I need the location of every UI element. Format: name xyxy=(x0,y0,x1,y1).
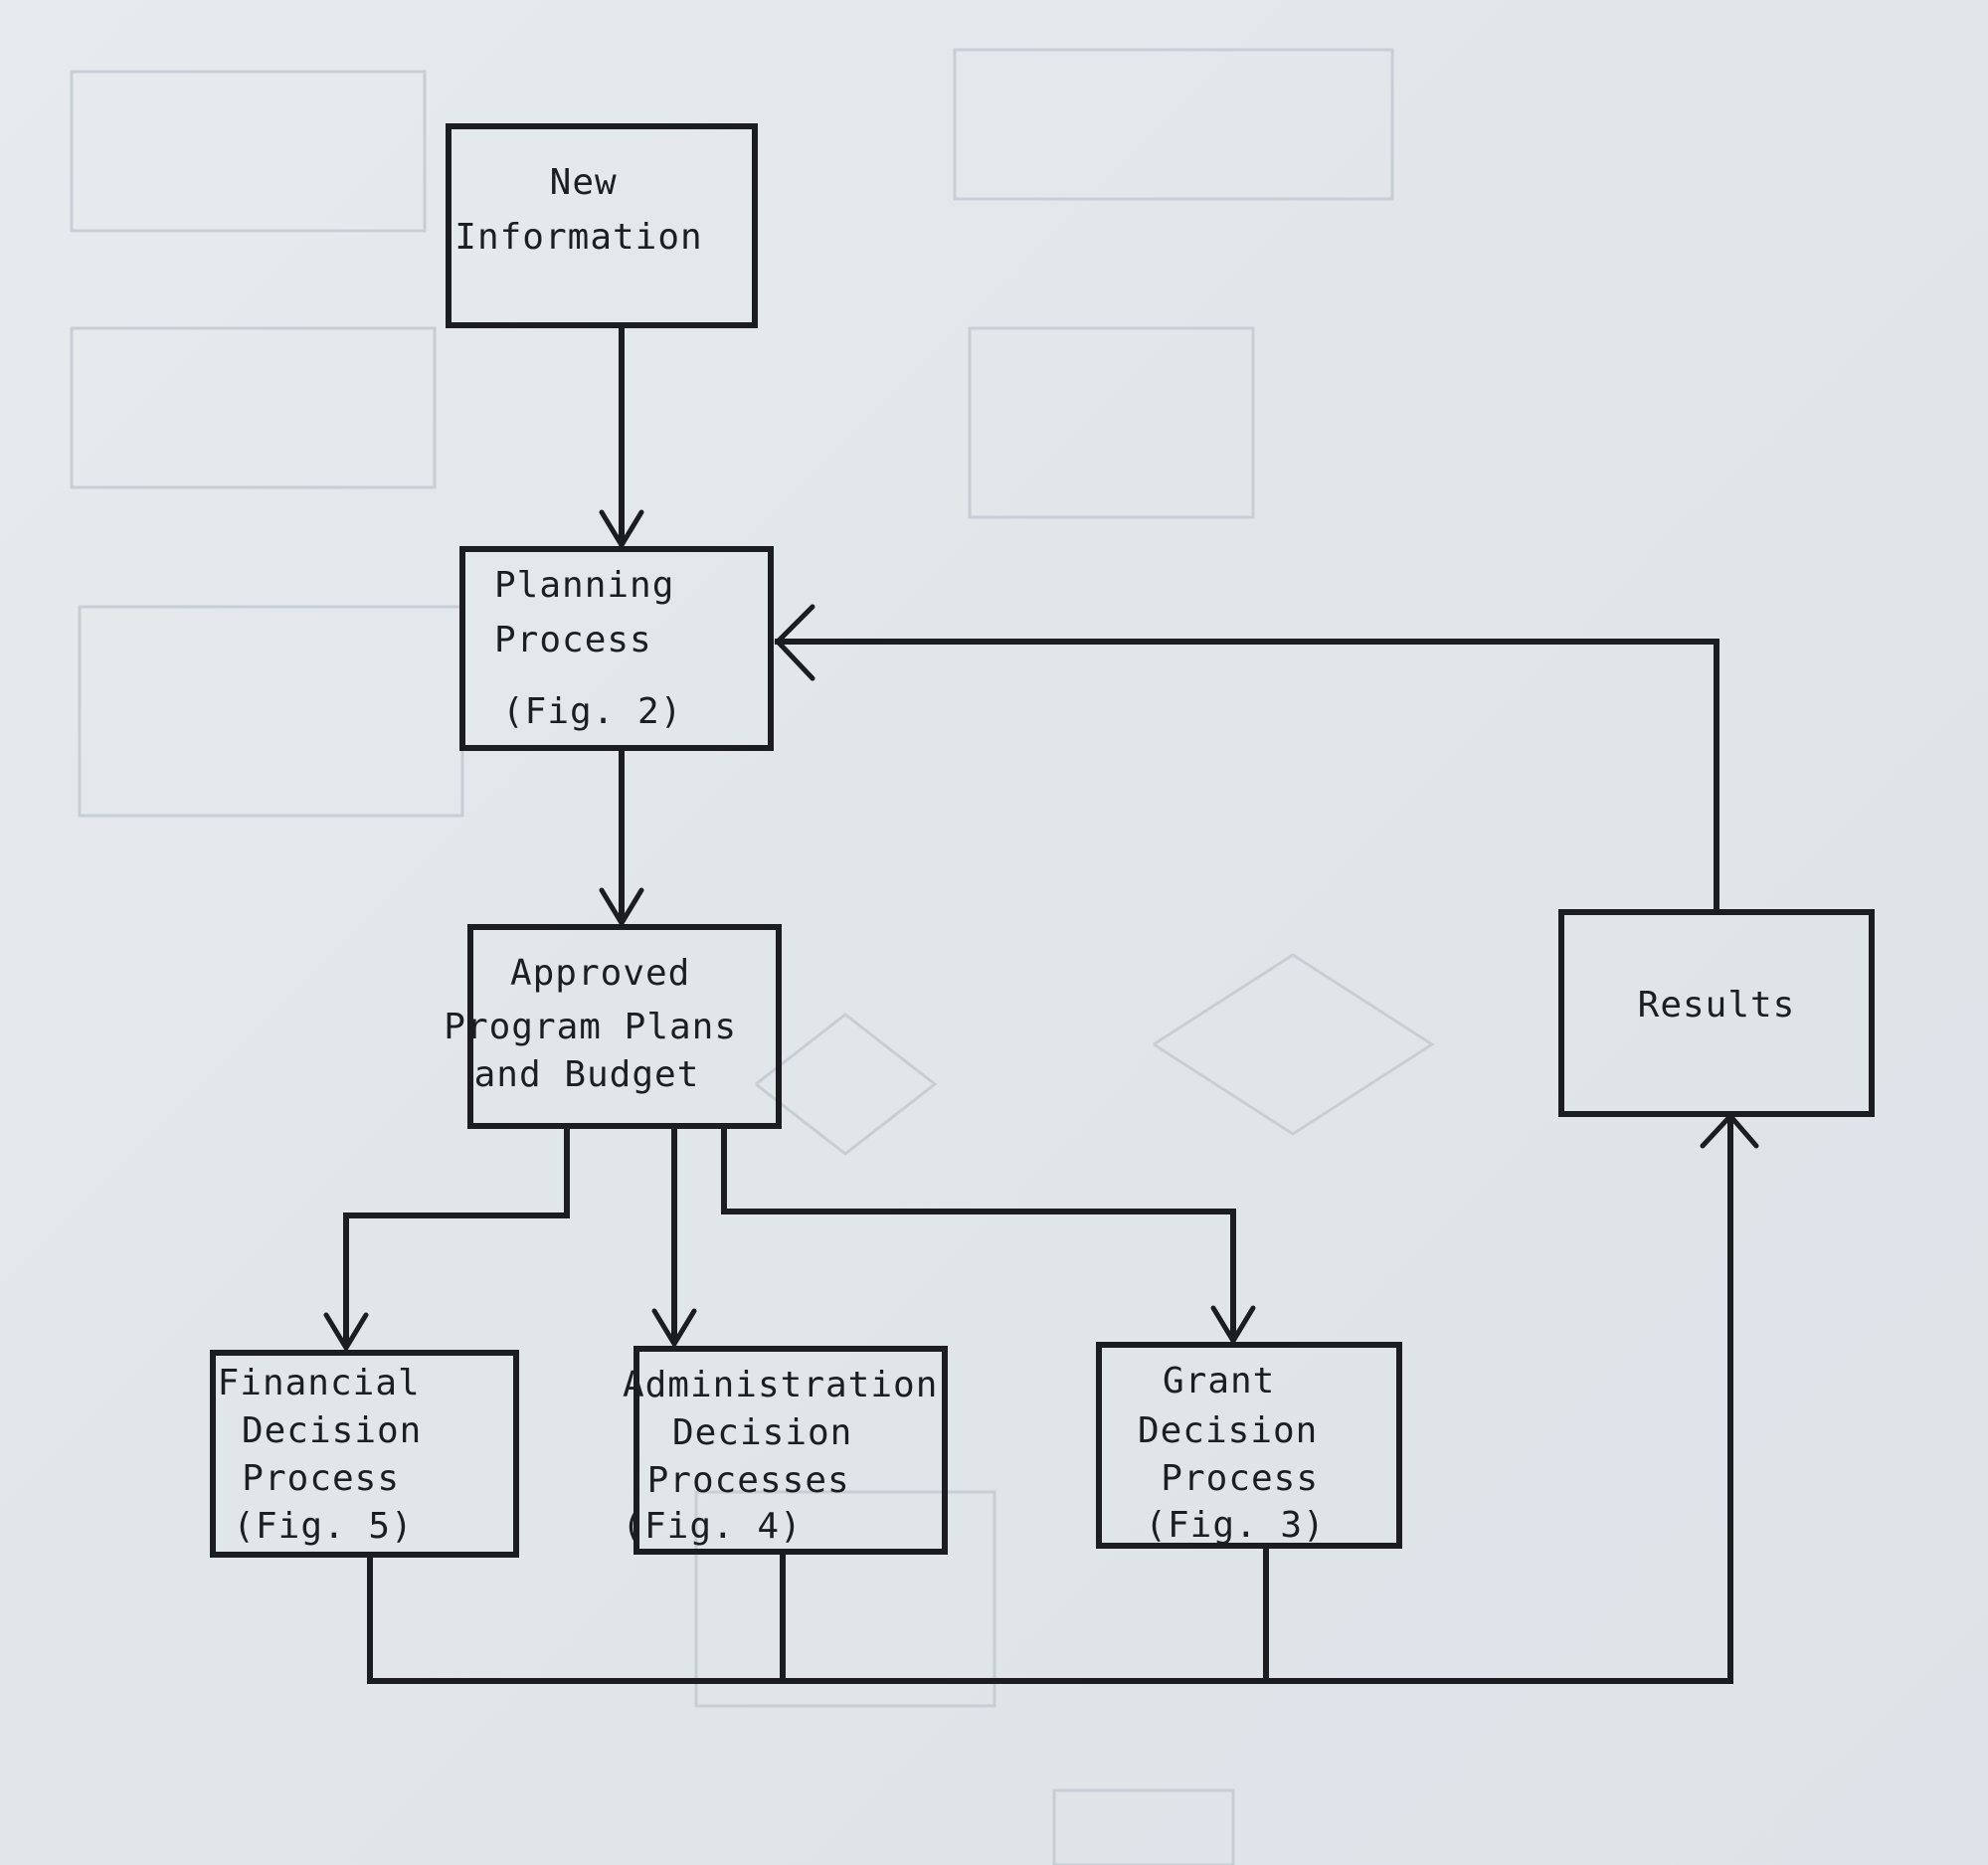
node-planning-process-line-2: Process xyxy=(494,620,652,660)
node-planning-process-box xyxy=(459,546,774,751)
node-approved-program-plans-box xyxy=(467,924,782,1129)
edge-new-information-to-planning-process xyxy=(599,325,644,550)
node-grant-decision-process-line-3: Process xyxy=(1161,1458,1319,1499)
edge-approved-plans-to-grant-decision xyxy=(721,1126,1256,1346)
node-grant-decision-process-box xyxy=(1096,1342,1402,1549)
node-planning-process-label: Planning Process (Fig. 2) xyxy=(494,565,697,732)
node-financial-decision-process-line-3: Process xyxy=(242,1458,400,1499)
node-approved-program-plans-label: Approved Program Plans and Budget xyxy=(444,953,759,1095)
bleed-through-shapes xyxy=(70,48,1435,1865)
arrowhead xyxy=(651,1308,697,1349)
node-approved-program-plans: Approved Program Plans and Budget xyxy=(444,924,782,1129)
node-financial-decision-process-label: Financial Decision Process (Fig. 5) xyxy=(218,1363,445,1547)
node-new-information: New Information xyxy=(446,123,758,328)
edge-results-to-planning-process xyxy=(774,604,1719,912)
edge-decision-processes-to-results xyxy=(367,1112,1759,1684)
node-administration-decision-processes-line-2: Decision xyxy=(672,1412,852,1453)
node-administration-decision-processes-box xyxy=(633,1346,948,1555)
node-planning-process-line-1: Planning xyxy=(494,565,674,606)
arrowhead xyxy=(774,604,815,681)
node-planning-process: Planning Process (Fig. 2) xyxy=(459,546,774,751)
node-results-label: Results xyxy=(1638,985,1796,1026)
node-new-information-line-1: New xyxy=(550,162,618,203)
node-approved-program-plans-line-3: and Budget xyxy=(474,1054,700,1095)
node-administration-decision-processes-line-1: Administration xyxy=(623,1365,938,1405)
node-grant-decision-process-line-1: Grant xyxy=(1163,1361,1275,1401)
node-administration-decision-processes-line-3: Processes xyxy=(647,1460,850,1501)
arrowhead xyxy=(1210,1305,1256,1346)
node-grant-decision-process-line-2: Decision xyxy=(1138,1410,1318,1451)
node-results-line-1: Results xyxy=(1638,985,1796,1026)
edge-approved-plans-to-financial-decision xyxy=(323,1126,570,1353)
node-administration-decision-processes-line-4: (Fig. 4) xyxy=(622,1506,802,1547)
node-financial-decision-process-line-4: (Fig. 5) xyxy=(233,1506,413,1547)
node-financial-decision-process: Financial Decision Process (Fig. 5) xyxy=(210,1350,519,1558)
edge-planning-process-to-approved-plans xyxy=(599,748,644,928)
arrowhead xyxy=(599,509,644,550)
node-grant-decision-process-line-4: (Fig. 3) xyxy=(1145,1505,1325,1546)
node-approved-program-plans-line-2: Program Plans xyxy=(444,1007,737,1047)
node-new-information-line-2: Information xyxy=(454,217,702,258)
node-administration-decision-processes-label: Administration Decision Processes (Fig. … xyxy=(622,1365,961,1547)
node-new-information-box xyxy=(446,123,758,328)
node-results: Results xyxy=(1558,909,1875,1117)
node-new-information-label: New Information xyxy=(454,162,702,258)
arrowhead xyxy=(599,887,644,928)
node-approved-program-plans-line-1: Approved xyxy=(510,953,690,994)
node-grant-decision-process: Grant Decision Process (Fig. 3) xyxy=(1096,1342,1402,1549)
node-financial-decision-process-box xyxy=(210,1350,519,1558)
node-planning-process-line-3: (Fig. 2) xyxy=(502,691,682,732)
node-financial-decision-process-line-2: Decision xyxy=(242,1410,422,1451)
node-administration-decision-processes: Administration Decision Processes (Fig. … xyxy=(622,1346,961,1555)
arrowhead xyxy=(323,1312,369,1353)
arrowhead xyxy=(1700,1112,1759,1149)
node-financial-decision-process-line-1: Financial xyxy=(218,1363,421,1403)
edge-approved-plans-to-administration-decision xyxy=(651,1126,697,1349)
node-grant-decision-process-label: Grant Decision Process (Fig. 3) xyxy=(1138,1361,1342,1546)
